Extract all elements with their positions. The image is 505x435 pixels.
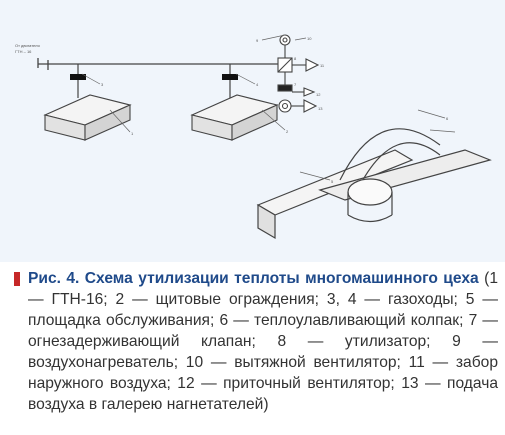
callout-9: 9 <box>256 38 259 43</box>
callout-1: 1 <box>131 131 134 136</box>
callout-8: 8 <box>294 56 297 61</box>
caption-paragraph: Рис. 4. Схема утилизации теплоты многома… <box>14 268 498 415</box>
figure-title: Схема утилизации теплоты многомашинного … <box>84 270 479 287</box>
figure-legend: (1 — ГТН-16; 2 — щитовые ограждения; 3, … <box>28 270 498 413</box>
schematic-figure: От двигателя ГТН – 16 <box>0 0 505 262</box>
callout-4: 4 <box>256 82 259 87</box>
callout-12: 12 <box>316 92 321 97</box>
callout-7: 7 <box>294 82 297 87</box>
inlet-note-line2: ГТН – 16 <box>15 49 32 54</box>
callout-2: 2 <box>286 129 289 134</box>
heat-recovery-hood <box>256 128 492 240</box>
unit-left <box>43 64 132 141</box>
inlet-note-line1: От двигателя <box>15 43 40 48</box>
figure-caption: Рис. 4. Схема утилизации теплоты многома… <box>14 268 498 415</box>
callout-10: 10 <box>307 36 312 41</box>
leader-numbers: 3 1 4 2 9 10 11 12 13 8 7 5 6 <box>101 36 449 184</box>
unit-middle <box>190 64 279 141</box>
figure-label: Рис. 4. <box>28 270 80 287</box>
callout-3: 3 <box>101 82 104 87</box>
callout-5: 5 <box>331 179 334 184</box>
main-gas-duct <box>37 58 280 70</box>
utilizer-cluster <box>277 34 320 113</box>
callout-6: 6 <box>446 116 449 121</box>
heat-recovery-schematic: От двигателя ГТН – 16 <box>15 34 492 240</box>
callout-13: 13 <box>318 106 323 111</box>
caption-marker <box>14 272 20 286</box>
callout-11: 11 <box>320 63 325 68</box>
leader-lines <box>81 34 456 181</box>
